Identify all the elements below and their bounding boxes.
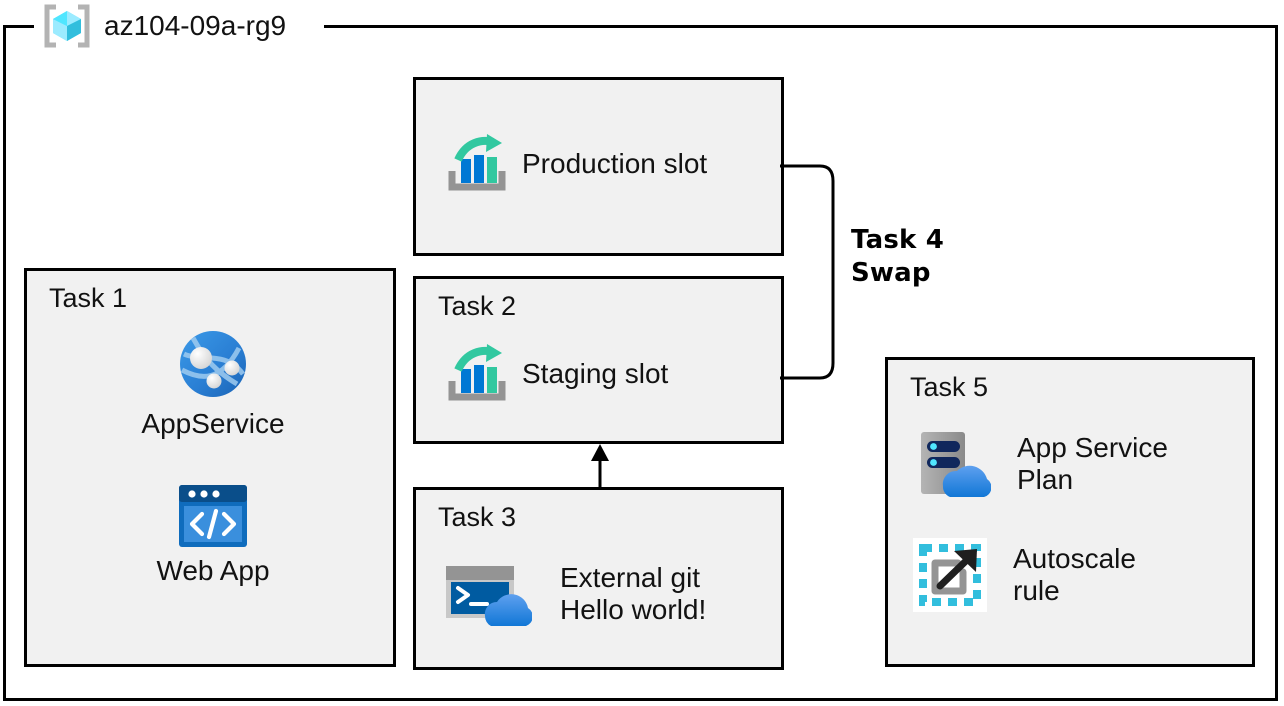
task5-box[interactable]: Task 5 xyxy=(885,357,1255,667)
resource-group-frame xyxy=(3,25,1278,701)
app-service-item: AppService xyxy=(133,326,293,438)
task3-label: Task 3 xyxy=(438,502,517,532)
production-slot-label: Production slot xyxy=(522,147,708,179)
autoscale-rule-row: Autoscale rule xyxy=(913,538,1136,612)
task2-label: Task 2 xyxy=(438,291,517,321)
external-git-row: External git Hello world! xyxy=(444,560,706,628)
autoscale-rule-arrow-icon xyxy=(913,538,987,612)
task2-box[interactable]: Task 2 Staging slot xyxy=(413,276,784,444)
deployment-slot-icon xyxy=(446,133,508,195)
task3-box[interactable]: Task 3 xyxy=(413,487,784,670)
staging-slot-label: Staging slot xyxy=(522,357,669,389)
autoscale-rule-label: Autoscale rule xyxy=(1013,542,1136,606)
resource-group-title: az104-09a-rg9 xyxy=(40,4,286,48)
resource-group-title-mask xyxy=(34,8,324,44)
external-git-label: External git Hello world! xyxy=(560,561,707,625)
resource-group-name: az104-09a-rg9 xyxy=(104,10,287,41)
task5-label: Task 5 xyxy=(910,372,989,402)
resource-group-cube-icon xyxy=(40,3,94,49)
task1-box[interactable]: Task 1 xyxy=(24,268,396,667)
production-slot-box[interactable]: Production slot xyxy=(413,77,784,256)
swap-label: Task 4 Swap xyxy=(851,225,945,288)
app-service-plan-label: App Service Plan xyxy=(1017,431,1168,495)
cloud-shell-terminal-icon xyxy=(444,560,532,628)
web-app-label: Web App xyxy=(156,555,270,586)
deployment-slot-icon xyxy=(446,343,508,405)
app-service-label: AppService xyxy=(141,408,285,439)
staging-slot-row: Staging slot xyxy=(446,343,668,405)
web-app-item: Web App xyxy=(133,483,293,585)
app-service-plan-row: App Service Plan xyxy=(913,428,1168,500)
app-service-sphere-icon xyxy=(175,326,251,402)
app-service-plan-server-cloud-icon xyxy=(913,428,991,500)
production-slot-row: Production slot xyxy=(446,133,707,195)
task1-label: Task 1 xyxy=(49,283,128,313)
web-app-code-window-icon xyxy=(176,483,250,549)
